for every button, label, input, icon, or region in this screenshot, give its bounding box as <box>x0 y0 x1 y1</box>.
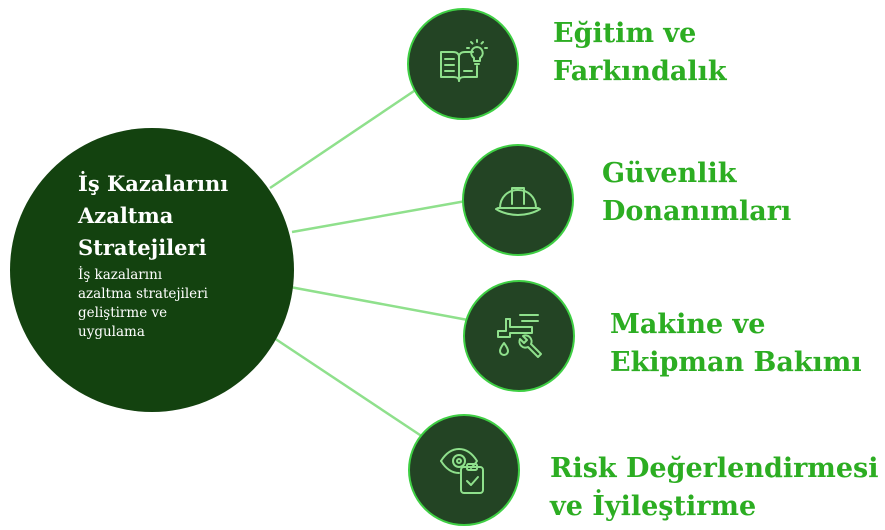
connector-line <box>291 199 467 234</box>
node-label-maintenance: Makine ve Ekipman Bakımı <box>610 306 862 382</box>
node-safety-equipment <box>462 144 574 256</box>
label-line: Farkındalık <box>553 56 727 87</box>
node-label-risk-assessment: Risk Değerlendirmesi ve İyileştirme <box>550 450 879 526</box>
connector-line <box>289 285 469 322</box>
eye-clipboard-icon <box>440 448 484 494</box>
hub-subtitle: İş kazalarını azaltma stratejileri geliş… <box>78 266 253 342</box>
node-risk-assessment <box>408 414 520 526</box>
hub-subtitle-line: uygulama <box>78 324 145 340</box>
node-label-education: Eğitim ve Farkındalık <box>553 15 727 91</box>
label-line: Makine ve <box>610 309 766 340</box>
node-education <box>407 8 519 120</box>
book-lightbulb-icon <box>440 39 488 82</box>
hub-title-line: İş Kazalarını <box>78 171 229 196</box>
label-line: Donanımları <box>602 196 792 227</box>
hub-subtitle-line: azaltma stratejileri <box>78 286 208 302</box>
label-line: Güvenlik <box>602 158 737 189</box>
hard-hat-icon <box>495 187 541 216</box>
label-line: Risk Değerlendirmesi <box>550 453 879 484</box>
hub-title-line: Azaltma <box>78 203 174 228</box>
label-line: Ekipman Bakımı <box>610 347 862 378</box>
node-maintenance <box>463 280 575 392</box>
hub-subtitle-line: geliştirme ve <box>78 305 168 321</box>
faucet-wrench-icon <box>497 314 542 358</box>
node-label-safety-equipment: Güvenlik Donanımları <box>602 155 791 231</box>
label-line: Eğitim ve <box>553 18 697 49</box>
label-line: ve İyileştirme <box>550 491 757 522</box>
hub-title-line: Stratejileri <box>78 235 207 260</box>
connector-line <box>269 85 421 190</box>
hub-title: İş Kazalarını Azaltma Stratejileri <box>78 168 274 264</box>
connector-line <box>267 332 424 439</box>
hub-subtitle-line: İş kazalarını <box>78 267 163 283</box>
central-hub: İş Kazalarını Azaltma Stratejileri İş ka… <box>10 128 294 412</box>
